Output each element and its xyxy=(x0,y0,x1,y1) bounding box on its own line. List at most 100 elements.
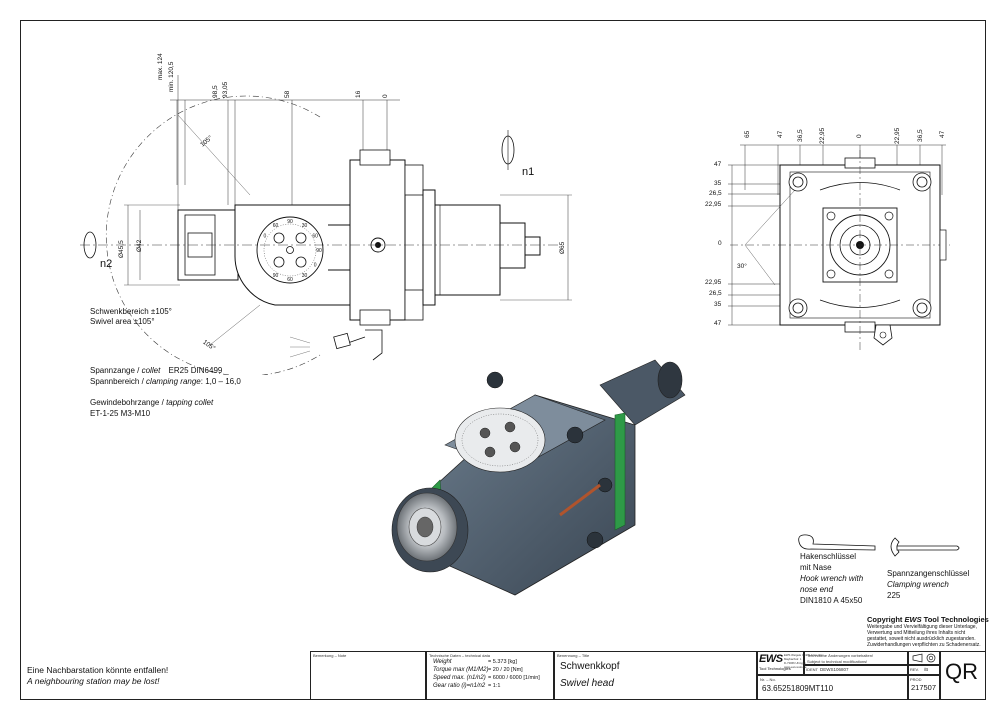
qr-code[interactable]: QR xyxy=(945,659,978,684)
rdim-22-95b: 22,95 xyxy=(894,127,901,144)
prod-label: PROD xyxy=(910,677,922,682)
dim-min-120-5: min. 120,5 xyxy=(168,61,175,92)
dial-number: 0 xyxy=(264,234,267,240)
dim-58: 58 xyxy=(284,90,291,98)
part-number: 63.65251809MT110 xyxy=(762,684,834,693)
collet-spec: ER25 DIN6499 xyxy=(168,366,223,375)
tapping-line-2: ET-1-25 M3-M10 xyxy=(90,409,151,418)
projection-cell xyxy=(908,651,940,665)
rdim-left-35b: 35 xyxy=(714,301,722,308)
note-cell xyxy=(310,651,426,700)
rdim-36-5b: 36,5 xyxy=(917,129,924,142)
prod-cell xyxy=(908,675,940,700)
tapping-label-en: tapping collet xyxy=(166,398,214,407)
tech-speed-value: = 6000 / 6000 [1/min] xyxy=(488,675,540,681)
copyright-line-3: gestattet, soweit nicht ausdrücklich zug… xyxy=(867,636,976,642)
copyright-line-4: Zuwiderhandlungen verpflichten zu Schade… xyxy=(867,642,981,648)
title-de: Schwenkkopf xyxy=(560,661,620,672)
clamp-range-value: : 1,0 – 16,0 xyxy=(200,377,241,386)
label-n2: n2 xyxy=(100,258,113,270)
hook-wrench-en-1: Hook wrench with xyxy=(800,574,864,583)
dia-45-5: Ø45,5 xyxy=(118,240,125,258)
copyright-company: Tool Technologies xyxy=(921,615,989,624)
dial-number: 90 xyxy=(316,248,322,254)
company-line-4: www.ews-tools.de xyxy=(784,665,807,669)
copyright-title: Copyright EWS Tool Technologies xyxy=(867,615,989,625)
collet-label-en: collet xyxy=(141,366,161,375)
tech-data-cell xyxy=(426,651,554,700)
rev-cell xyxy=(908,665,940,675)
clamping-wrench-en: Clamping wrench xyxy=(887,580,949,589)
label-n1: n1 xyxy=(522,166,535,178)
number-cell xyxy=(757,675,908,700)
tech-gear-label: Gear ratio (i)=n1/n2 xyxy=(433,683,486,689)
clamping-wrench-de: Spannzangenschlüssel xyxy=(887,569,970,578)
company-line-3: D-73066 Uhingen xyxy=(784,661,806,665)
title-label: Benennung – Title xyxy=(557,653,590,658)
warning-en: A neighbouring station may be lost! xyxy=(27,676,160,686)
dim-0: 0 xyxy=(382,94,389,98)
rdim-left-47a: 47 xyxy=(714,161,722,168)
projection-symbol-icon xyxy=(912,653,936,663)
dial-number: 60 xyxy=(312,234,318,240)
dim-max-124: max. 124 xyxy=(157,53,164,80)
tech-gear-value: = 1:1 xyxy=(488,683,501,689)
copyright-brand: EWS xyxy=(904,615,922,624)
dial-number: 60 xyxy=(273,223,279,229)
rdim-36-5a: 36,5 xyxy=(797,129,804,142)
clamping-wrench-icon xyxy=(890,537,960,557)
dia-42: Ø42 xyxy=(136,239,143,252)
dial-number: 0 xyxy=(314,263,317,269)
hook-wrench-de-2: mit Nase xyxy=(800,563,832,572)
dim-98-5: 98,5 xyxy=(212,85,219,98)
swivel-range-en: Swivel area ±105° xyxy=(90,317,155,326)
hook-wrench-icon xyxy=(798,534,876,551)
copyright-label: Copyright xyxy=(867,615,905,624)
dim-93-05: 93,05 xyxy=(222,81,229,98)
dial-number: 90 xyxy=(273,273,279,279)
rdim-65: 65 xyxy=(744,130,751,138)
rdim-left-22-95b: 22,95 xyxy=(705,279,722,286)
rdim-0: 0 xyxy=(856,134,863,138)
hook-wrench-en-2: nose end xyxy=(800,585,833,594)
clamping-wrench-size: 225 xyxy=(887,591,901,600)
tapping-line-1: Gewindebohrzange / tapping collet xyxy=(90,398,213,407)
rev-value: /B xyxy=(924,667,929,672)
copyright-line-1: Weitergabe und Vervielfältigung dieser U… xyxy=(867,624,977,630)
company-line-1: EWS Weigele GmbH & Co. KG xyxy=(784,653,823,657)
company-cell xyxy=(757,651,804,675)
tech-data-label: Technische Daten – technical data xyxy=(429,653,490,658)
tech-torque-value: = 20 / 20 [Nm] xyxy=(488,667,523,673)
collet-line-1: Spannzange / collet ER25 DIN6499 xyxy=(90,366,222,375)
dial-number: 30 xyxy=(302,273,308,279)
tech-speed-label: Speed max. (n1/n2) xyxy=(433,675,486,681)
ident-label: IDENT xyxy=(806,667,818,672)
company-logo: EWS xyxy=(759,653,783,665)
rdim-47b: 47 xyxy=(939,130,946,138)
rdim-left-22-95a: 22,95 xyxy=(705,201,722,208)
dial-number: 90 xyxy=(287,219,293,225)
hook-wrench-de-1: Hakenschlüssel xyxy=(800,552,857,561)
tech-weight-label: Weight xyxy=(433,659,452,665)
rdim-angle-30: 30° xyxy=(737,263,747,270)
note-label: Bemerkung – Note xyxy=(313,653,347,658)
ident-value: DEWS106807 xyxy=(820,667,849,672)
warning-de: Eine Nachbarstation könnte entfallen! xyxy=(27,665,169,675)
collet-label-de: Spannzange / xyxy=(90,366,142,375)
tapping-label-de: Gewindebohrzange / xyxy=(90,398,167,407)
rdim-22-95a: 22,95 xyxy=(819,127,826,144)
hook-wrench-norm: DIN1810 A 45x50 xyxy=(800,596,863,605)
rdim-left-47b: 47 xyxy=(714,320,722,327)
prod-number: 217507 xyxy=(911,683,937,692)
changes-en: Subject to technical modifications! xyxy=(807,659,868,664)
product-render xyxy=(391,359,686,596)
clamp-range-de: Spannbereich / xyxy=(90,377,147,386)
swivel-range-de: Schwenkbereich ±105° xyxy=(90,307,172,316)
company-logo-sub: Tool Technologies xyxy=(759,666,791,671)
tech-torque-label: Torque max (M1/M2) xyxy=(433,667,489,673)
rdim-left-26-5b: 26,5 xyxy=(709,290,722,297)
rdim-47a: 47 xyxy=(777,130,784,138)
copyright-line-2: Verwertung und Mitteilung ihres Inhalts … xyxy=(867,630,966,636)
rdim-left-0: 0 xyxy=(718,240,722,247)
front-view-drawing xyxy=(728,144,950,350)
